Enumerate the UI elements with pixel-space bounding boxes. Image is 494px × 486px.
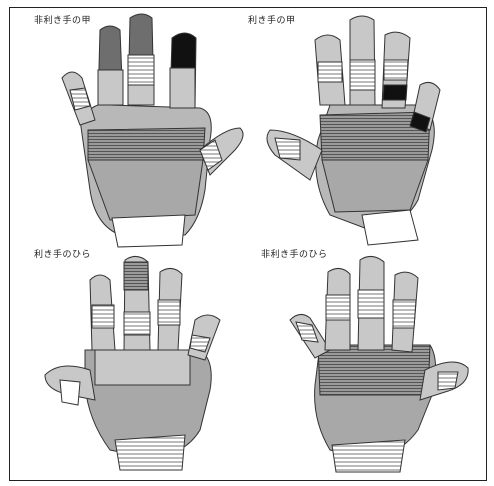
hand-nondominant-palm [290, 256, 468, 472]
hand-nondominant-back [62, 14, 243, 247]
hand-dominant-back [267, 16, 440, 245]
hand-dominant-palm [45, 256, 220, 470]
